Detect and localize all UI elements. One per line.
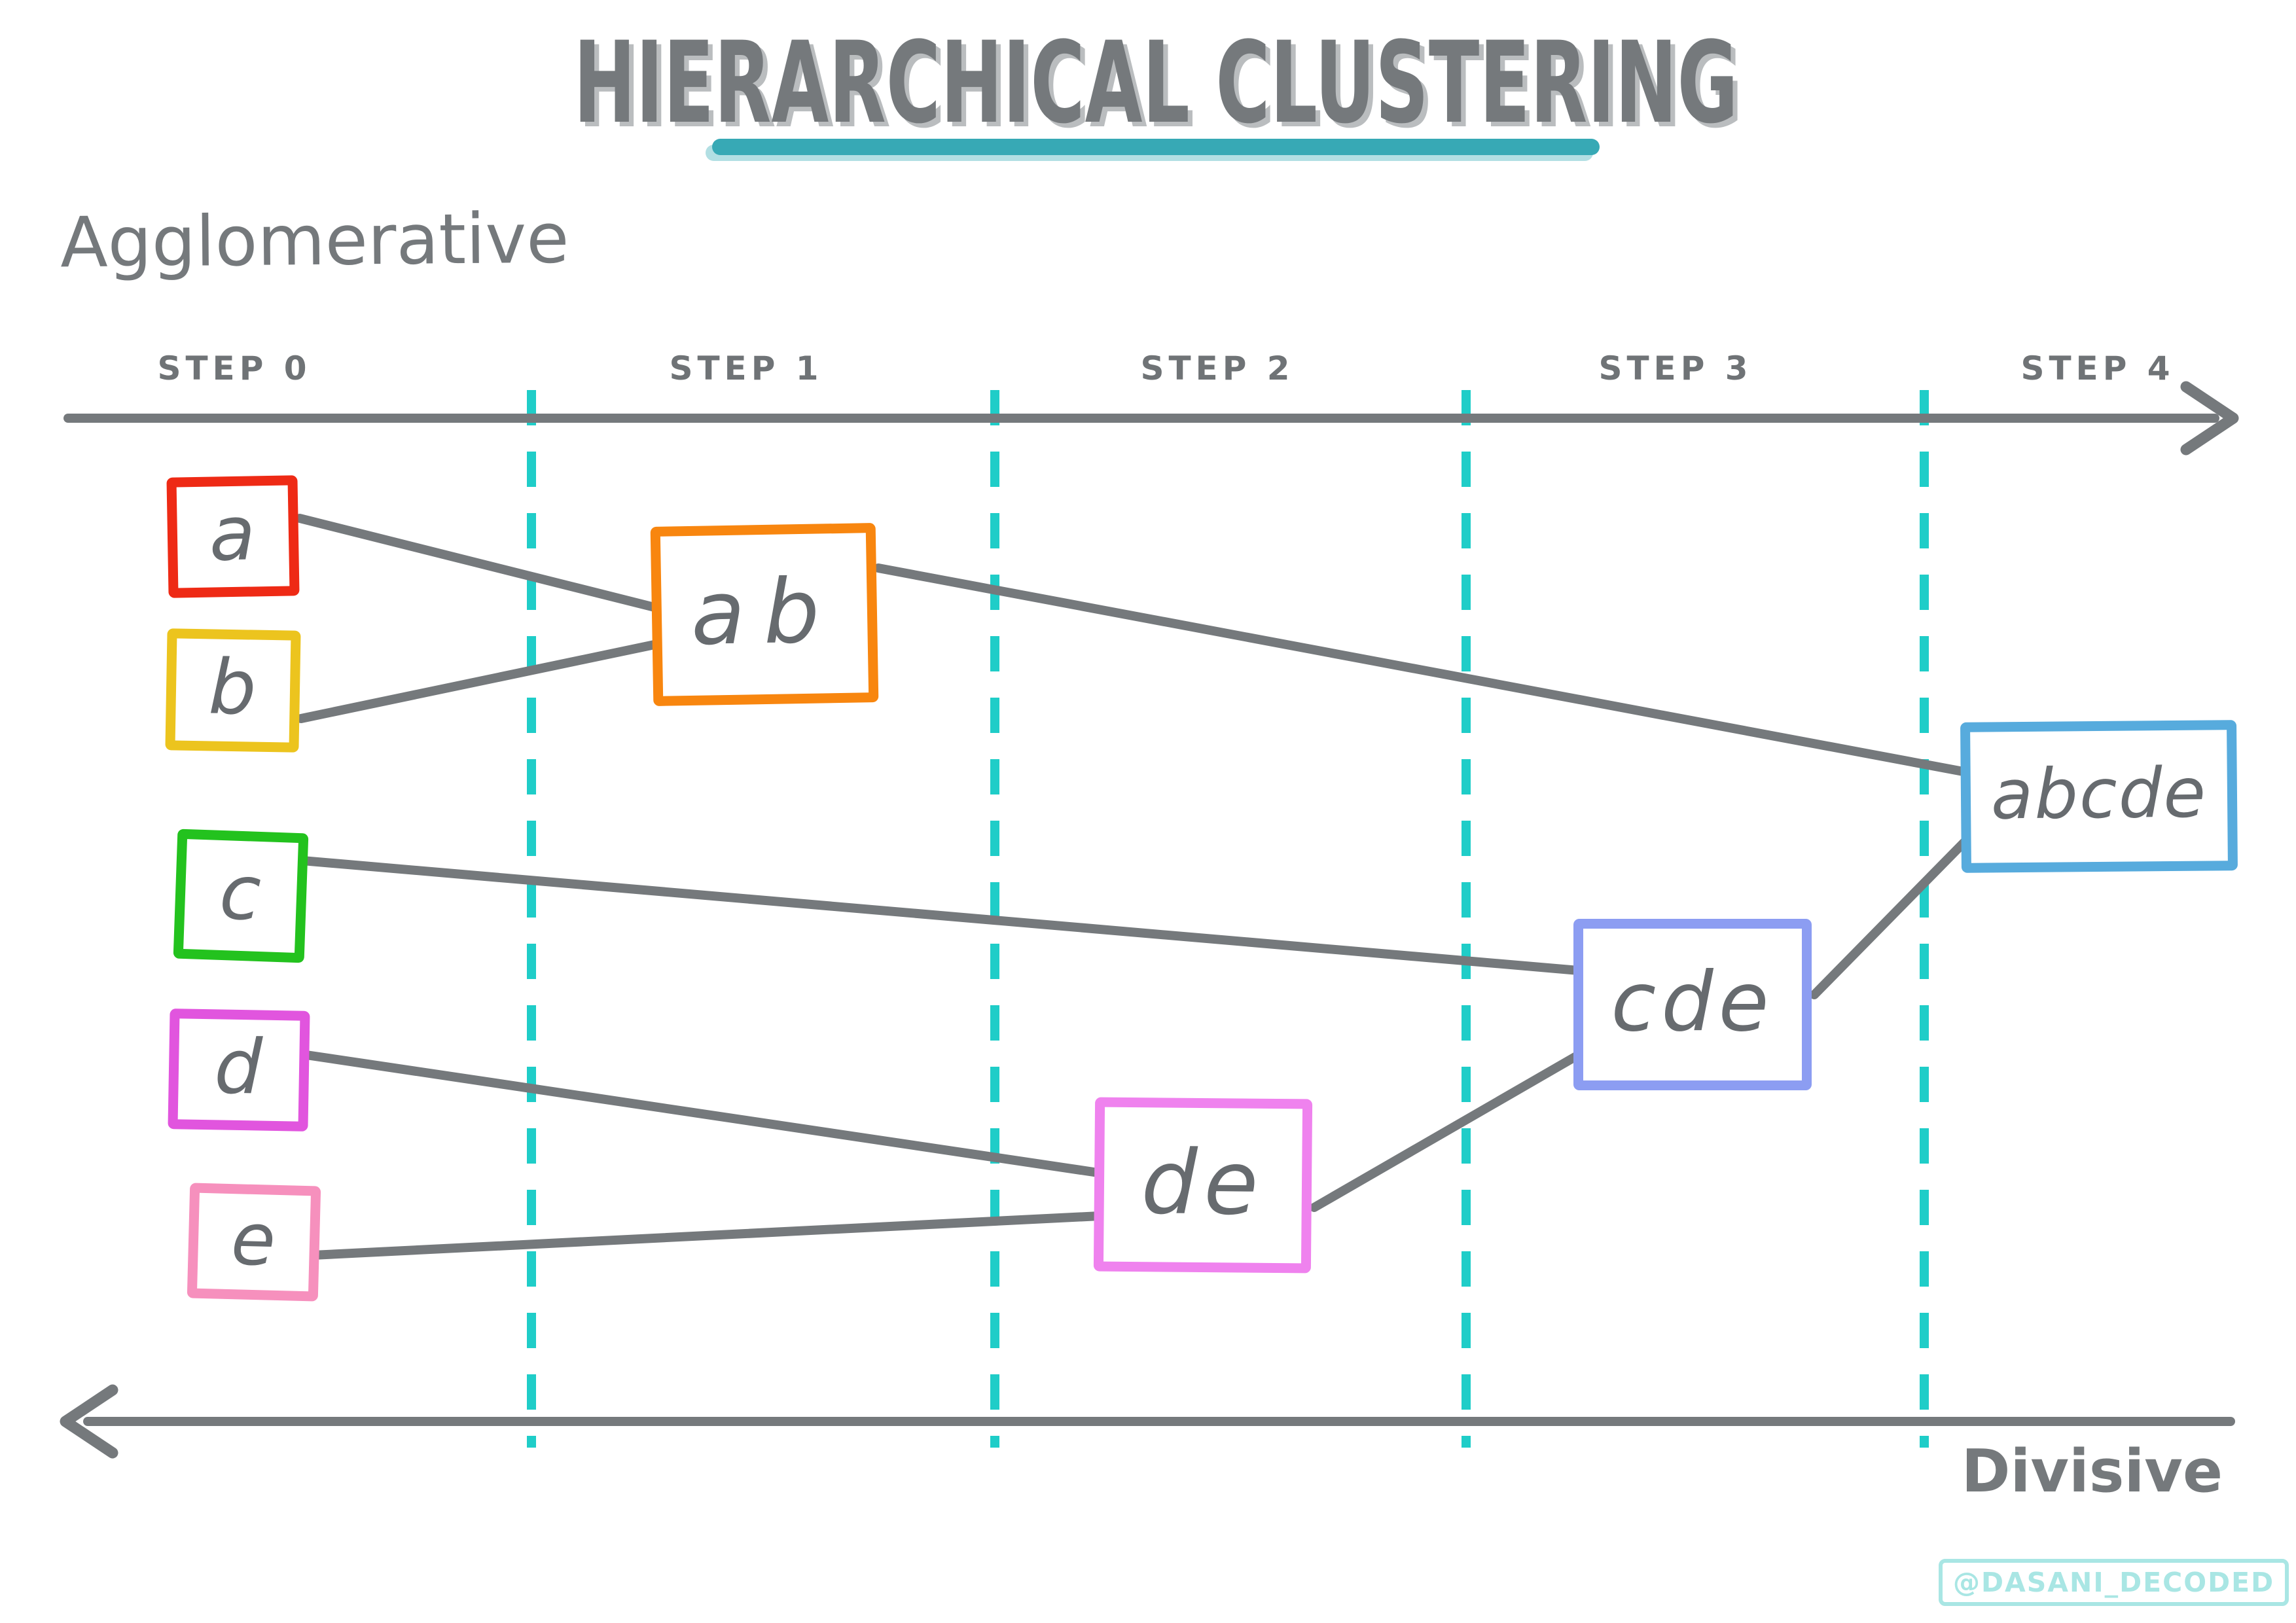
cluster-label-de: de xyxy=(1140,1130,1266,1235)
cluster-box-a: a xyxy=(166,475,300,598)
merge-line-ab-abcde xyxy=(874,563,1971,777)
cluster-label-d: d xyxy=(213,1022,264,1112)
merge-line-c-cde xyxy=(298,856,1583,975)
cluster-label-c: c xyxy=(218,848,264,938)
cluster-label-a: a xyxy=(208,489,258,579)
watermark-badge: @DASANI_DECODED xyxy=(1939,1559,2289,1606)
cluster-label-e: e xyxy=(230,1197,278,1282)
merge-line-a-ab xyxy=(295,514,659,612)
merge-line-b-ab xyxy=(296,640,659,723)
cluster-label-ab: ab xyxy=(690,559,839,665)
step-label-4: STEP 4 xyxy=(2020,349,2175,387)
cluster-box-de: de xyxy=(1093,1097,1313,1274)
cluster-box-c: c xyxy=(173,829,309,963)
cluster-box-d: d xyxy=(168,1008,310,1132)
merge-line-cde-abcde xyxy=(1810,837,1969,999)
cluster-box-e: e xyxy=(187,1183,321,1302)
cluster-box-abcde: abcde xyxy=(1960,720,2238,873)
right-arrowhead-icon xyxy=(2180,381,2239,455)
left-arrowhead-icon xyxy=(60,1384,118,1459)
title-underline xyxy=(712,139,1600,155)
cluster-box-ab: ab xyxy=(650,523,879,706)
cluster-box-b: b xyxy=(165,628,301,753)
page-title: HIERARCHICAL CLUSTERING xyxy=(573,17,1738,149)
step-label-0: STEP 0 xyxy=(157,349,312,387)
step-label-1: STEP 1 xyxy=(669,349,823,387)
step-label-3: STEP 3 xyxy=(1598,349,1753,387)
cluster-label-cde: cde xyxy=(1611,954,1774,1050)
cluster-label-b: b xyxy=(207,643,259,732)
cluster-box-cde: cde xyxy=(1573,919,1812,1090)
merge-line-d-de xyxy=(302,1050,1103,1177)
divisive-label: Divisive xyxy=(1961,1437,2223,1506)
merge-line-de-cde xyxy=(1310,1049,1585,1212)
step-label-2: STEP 2 xyxy=(1140,349,1295,387)
merge-line-e-de xyxy=(308,1211,1104,1260)
cluster-label-abcde: abcde xyxy=(1990,753,2208,834)
